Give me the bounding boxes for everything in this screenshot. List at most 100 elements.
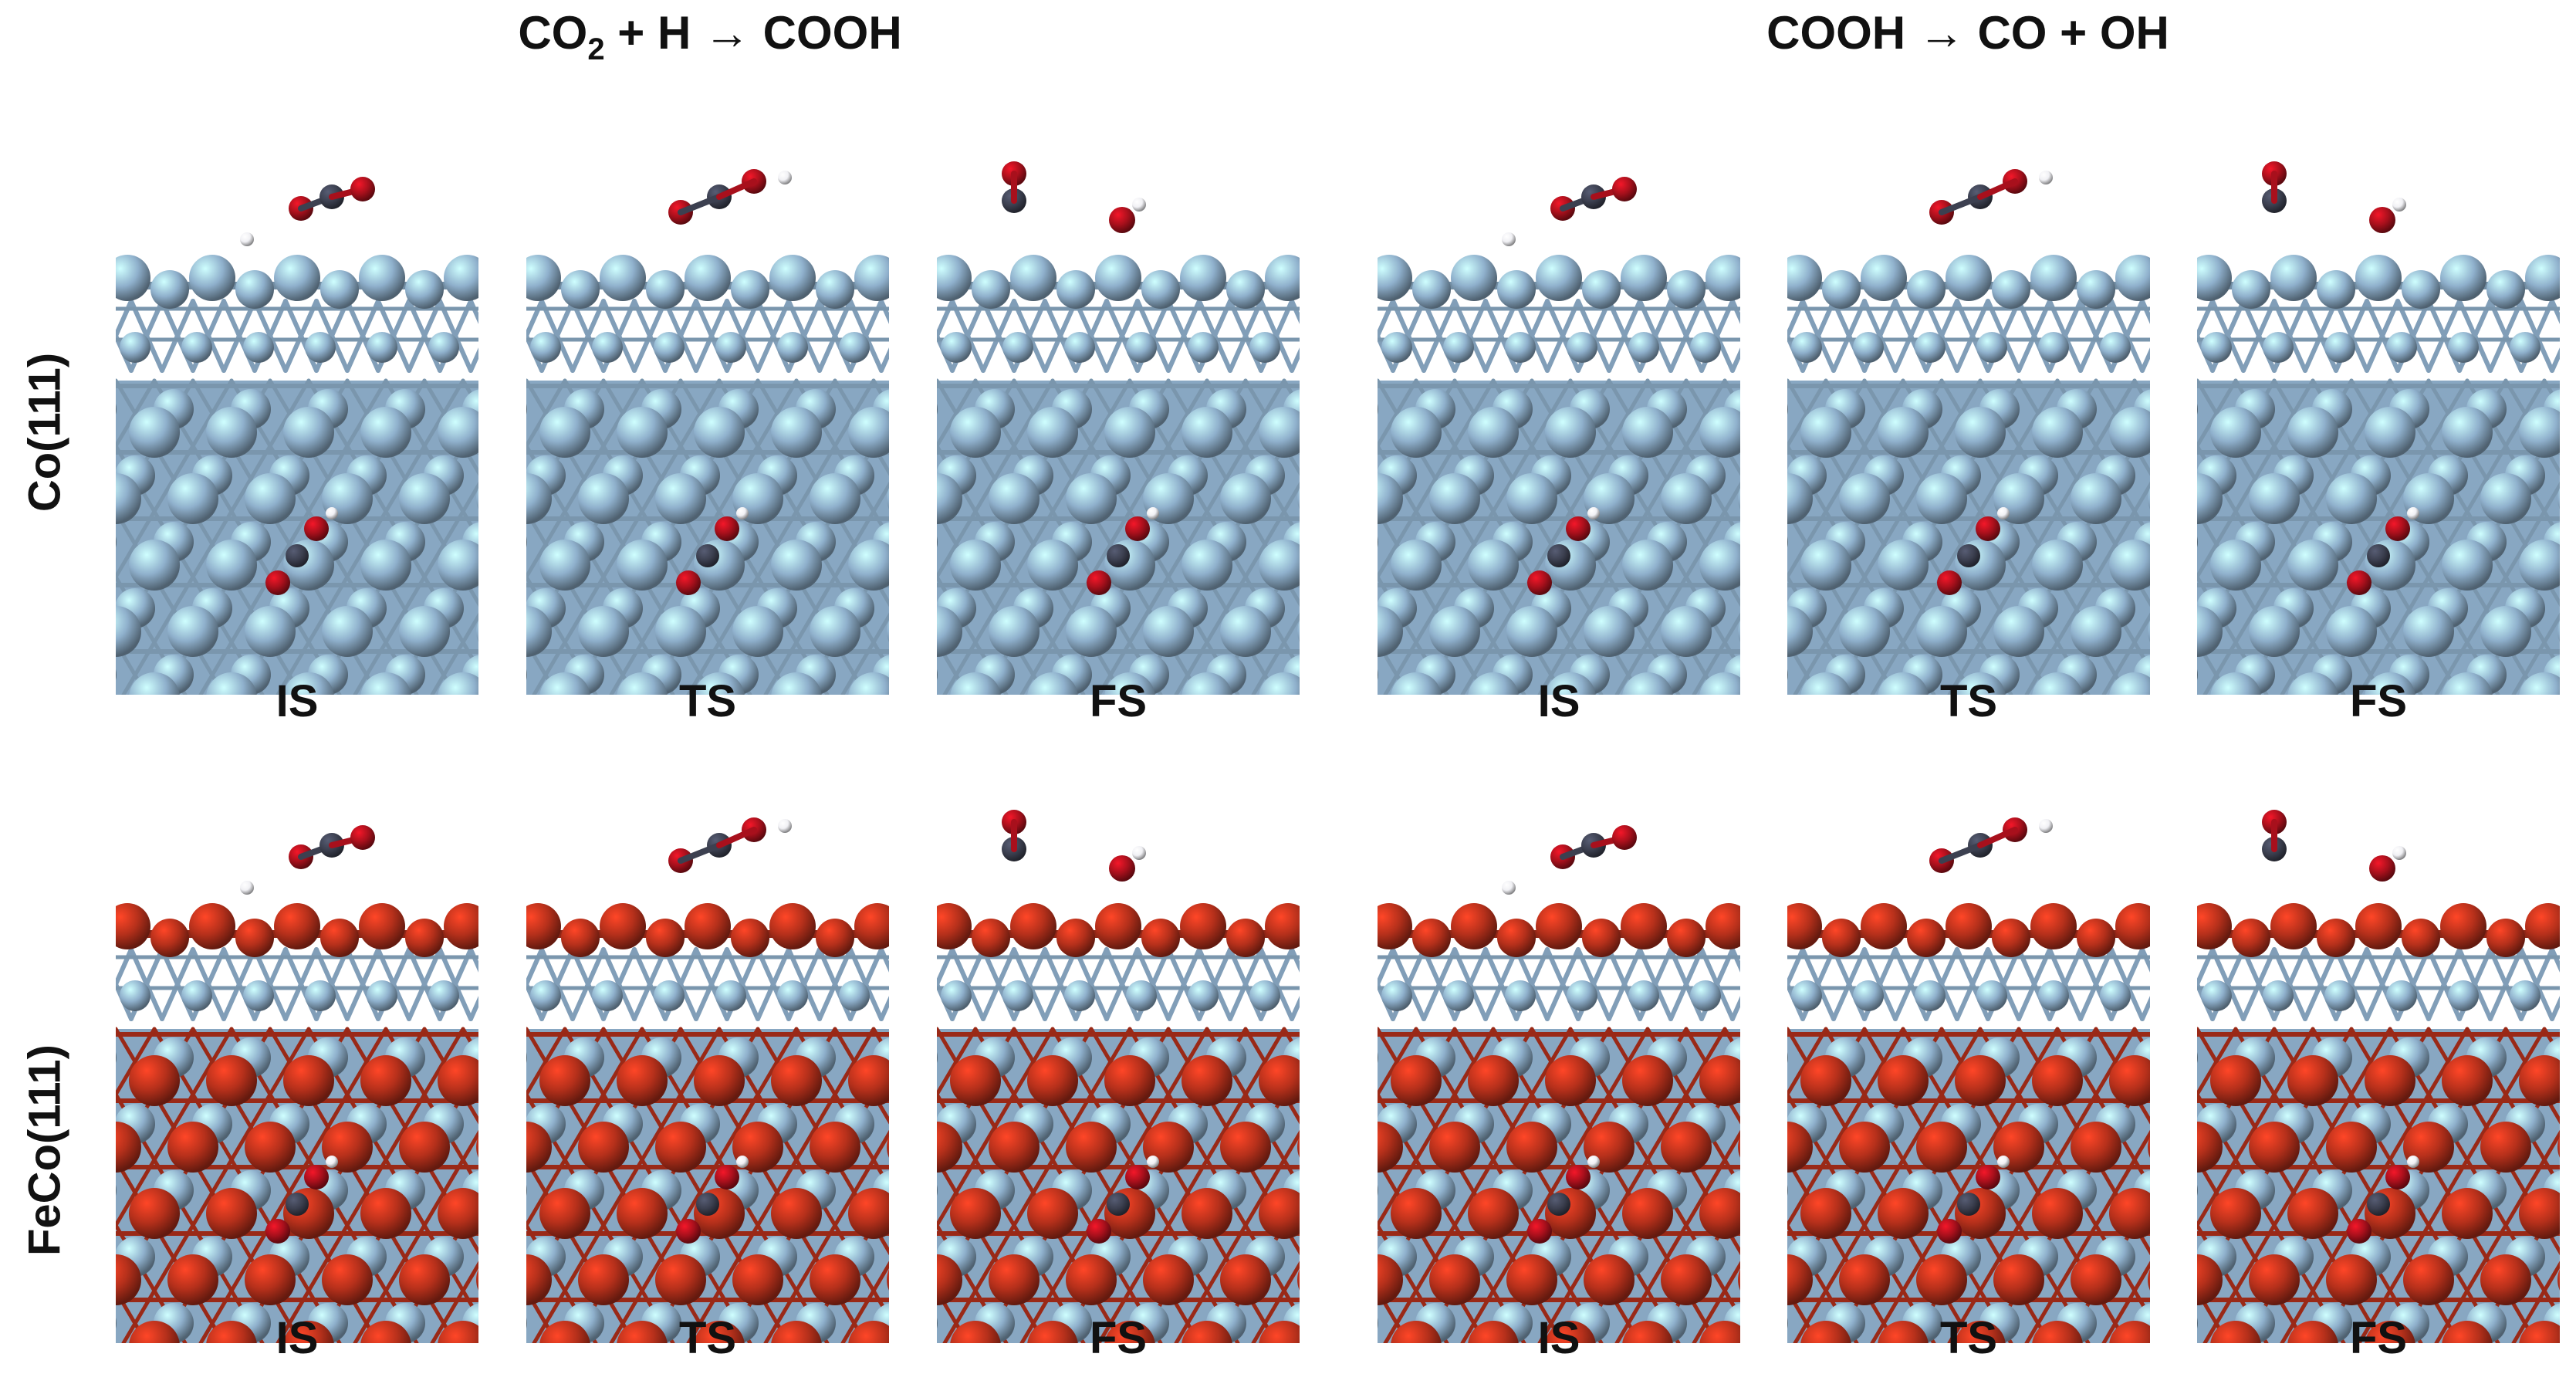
surface-atom — [245, 1254, 296, 1305]
view-separator — [526, 1023, 889, 1029]
surface-atom — [2030, 255, 2077, 301]
state-label: IS — [1537, 676, 1580, 726]
subsurface-atom — [2510, 980, 2541, 1011]
hydrogen-atom — [736, 507, 749, 519]
structure-render — [116, 825, 478, 1343]
surface-atom — [2249, 1254, 2300, 1305]
oxygen-atom — [1976, 1165, 2000, 1190]
surface-atom — [2519, 1321, 2560, 1343]
surface-atom — [1066, 473, 1117, 524]
surface-atom — [2071, 473, 2121, 524]
lattice-bond — [2465, 1027, 2560, 1190]
surface-atom — [2442, 1055, 2493, 1106]
second-layer-atom — [937, 1317, 938, 1329]
reaction-title-co2-hydrogenation: CO2 + H → COOH — [502, 6, 918, 66]
surface-atom — [1699, 1055, 1740, 1106]
second-layer-atom — [526, 536, 527, 548]
lattice-bond — [2434, 481, 2560, 695]
lattice-bond — [794, 1027, 889, 1190]
lattice-bond — [2488, 299, 2524, 373]
lattice-bond — [2024, 1129, 2150, 1343]
lattice-bond — [2357, 378, 2547, 695]
view-separator — [1378, 1023, 1740, 1029]
surface-atom — [810, 606, 860, 657]
surface-atom — [2442, 407, 2493, 458]
surface-atom — [950, 1321, 1001, 1343]
surface-atom — [116, 903, 150, 949]
surface-atom — [1468, 1188, 1519, 1239]
lattice-bond — [1607, 947, 1642, 1021]
lattice-bond — [1378, 947, 1395, 990]
subsurface-atom — [1381, 332, 1412, 363]
subsurface-atom — [2100, 980, 2131, 1011]
surface-atom — [2365, 407, 2415, 458]
subsurface-atom — [428, 332, 459, 363]
subsurface-atom — [1126, 332, 1157, 363]
lattice-bond — [609, 1027, 799, 1343]
surface-atom — [2197, 903, 2232, 949]
second-layer-atom — [937, 403, 938, 415]
subsurface-atom — [367, 332, 397, 363]
adsorbate — [1502, 177, 1637, 595]
surface-atom — [655, 606, 706, 657]
surface-atom — [2115, 903, 2150, 949]
surface-atom — [1738, 488, 1740, 509]
surface-atom — [2109, 1321, 2150, 1343]
lattice-bond — [2465, 378, 2560, 542]
surface-atom — [810, 1122, 860, 1173]
surface-atom — [655, 473, 706, 524]
surface-atom — [360, 672, 411, 695]
surface-atom — [150, 270, 189, 309]
surface-atom — [2486, 270, 2525, 309]
surface-atom — [2148, 621, 2150, 642]
view-separator — [1787, 374, 2150, 381]
surface-atom — [150, 919, 189, 957]
surface-atom — [1787, 903, 1822, 949]
surface-atom — [1822, 270, 1861, 309]
surface-atom — [1220, 1254, 1271, 1305]
lattice-bond — [1205, 378, 1300, 542]
hydrogen-atom — [778, 819, 792, 833]
surface-atom — [399, 473, 450, 524]
hydrogen-atom — [1997, 507, 2010, 519]
molecule-bond — [678, 194, 722, 215]
surface-atom — [274, 255, 320, 301]
carbon-atom — [1957, 544, 1980, 567]
surface-atom — [1787, 1122, 1813, 1173]
lattice-bond — [2101, 612, 2150, 695]
surface-atom — [950, 1188, 1001, 1239]
reaction-title-subscript: 2 — [587, 32, 605, 66]
lattice-bond — [1947, 1027, 2137, 1343]
oxygen-atom — [2385, 516, 2410, 541]
surface-atom — [189, 903, 235, 949]
subsurface-atom — [243, 332, 274, 363]
surface-atom — [848, 407, 889, 458]
surface-atom — [1180, 255, 1226, 301]
surface-atom — [476, 1136, 478, 1158]
lattice-bond — [430, 612, 478, 695]
subsurface-atom — [1628, 980, 1659, 1011]
lattice-bond — [526, 1027, 567, 1098]
oxygen-atom — [676, 1219, 701, 1244]
surface-atom — [2442, 1188, 2493, 1239]
surface-atom — [2440, 903, 2486, 949]
subsurface-atom — [1249, 332, 1280, 363]
lattice-bond — [1378, 378, 1418, 450]
surface-atom — [2442, 1321, 2493, 1343]
hydrogen-atom — [2039, 171, 2053, 184]
surface-atom — [937, 1122, 962, 1173]
oxygen-atom — [1527, 1219, 1552, 1244]
state-label: FS — [1089, 1313, 1148, 1363]
lattice-bond — [1870, 378, 2060, 695]
surface-atom — [1545, 407, 1596, 458]
surface-atom — [476, 621, 478, 642]
lattice-bond — [937, 1027, 1055, 1230]
subsurface-atom — [1690, 980, 1721, 1011]
lattice-bond — [1019, 1027, 1209, 1343]
structure-render — [1378, 825, 1740, 1343]
surface-atom — [2210, 1055, 2261, 1106]
surface-atom — [887, 1136, 889, 1158]
lattice-bond — [1730, 996, 1740, 1021]
oxygen-atom — [1109, 855, 1135, 882]
surface-atom — [444, 255, 478, 301]
